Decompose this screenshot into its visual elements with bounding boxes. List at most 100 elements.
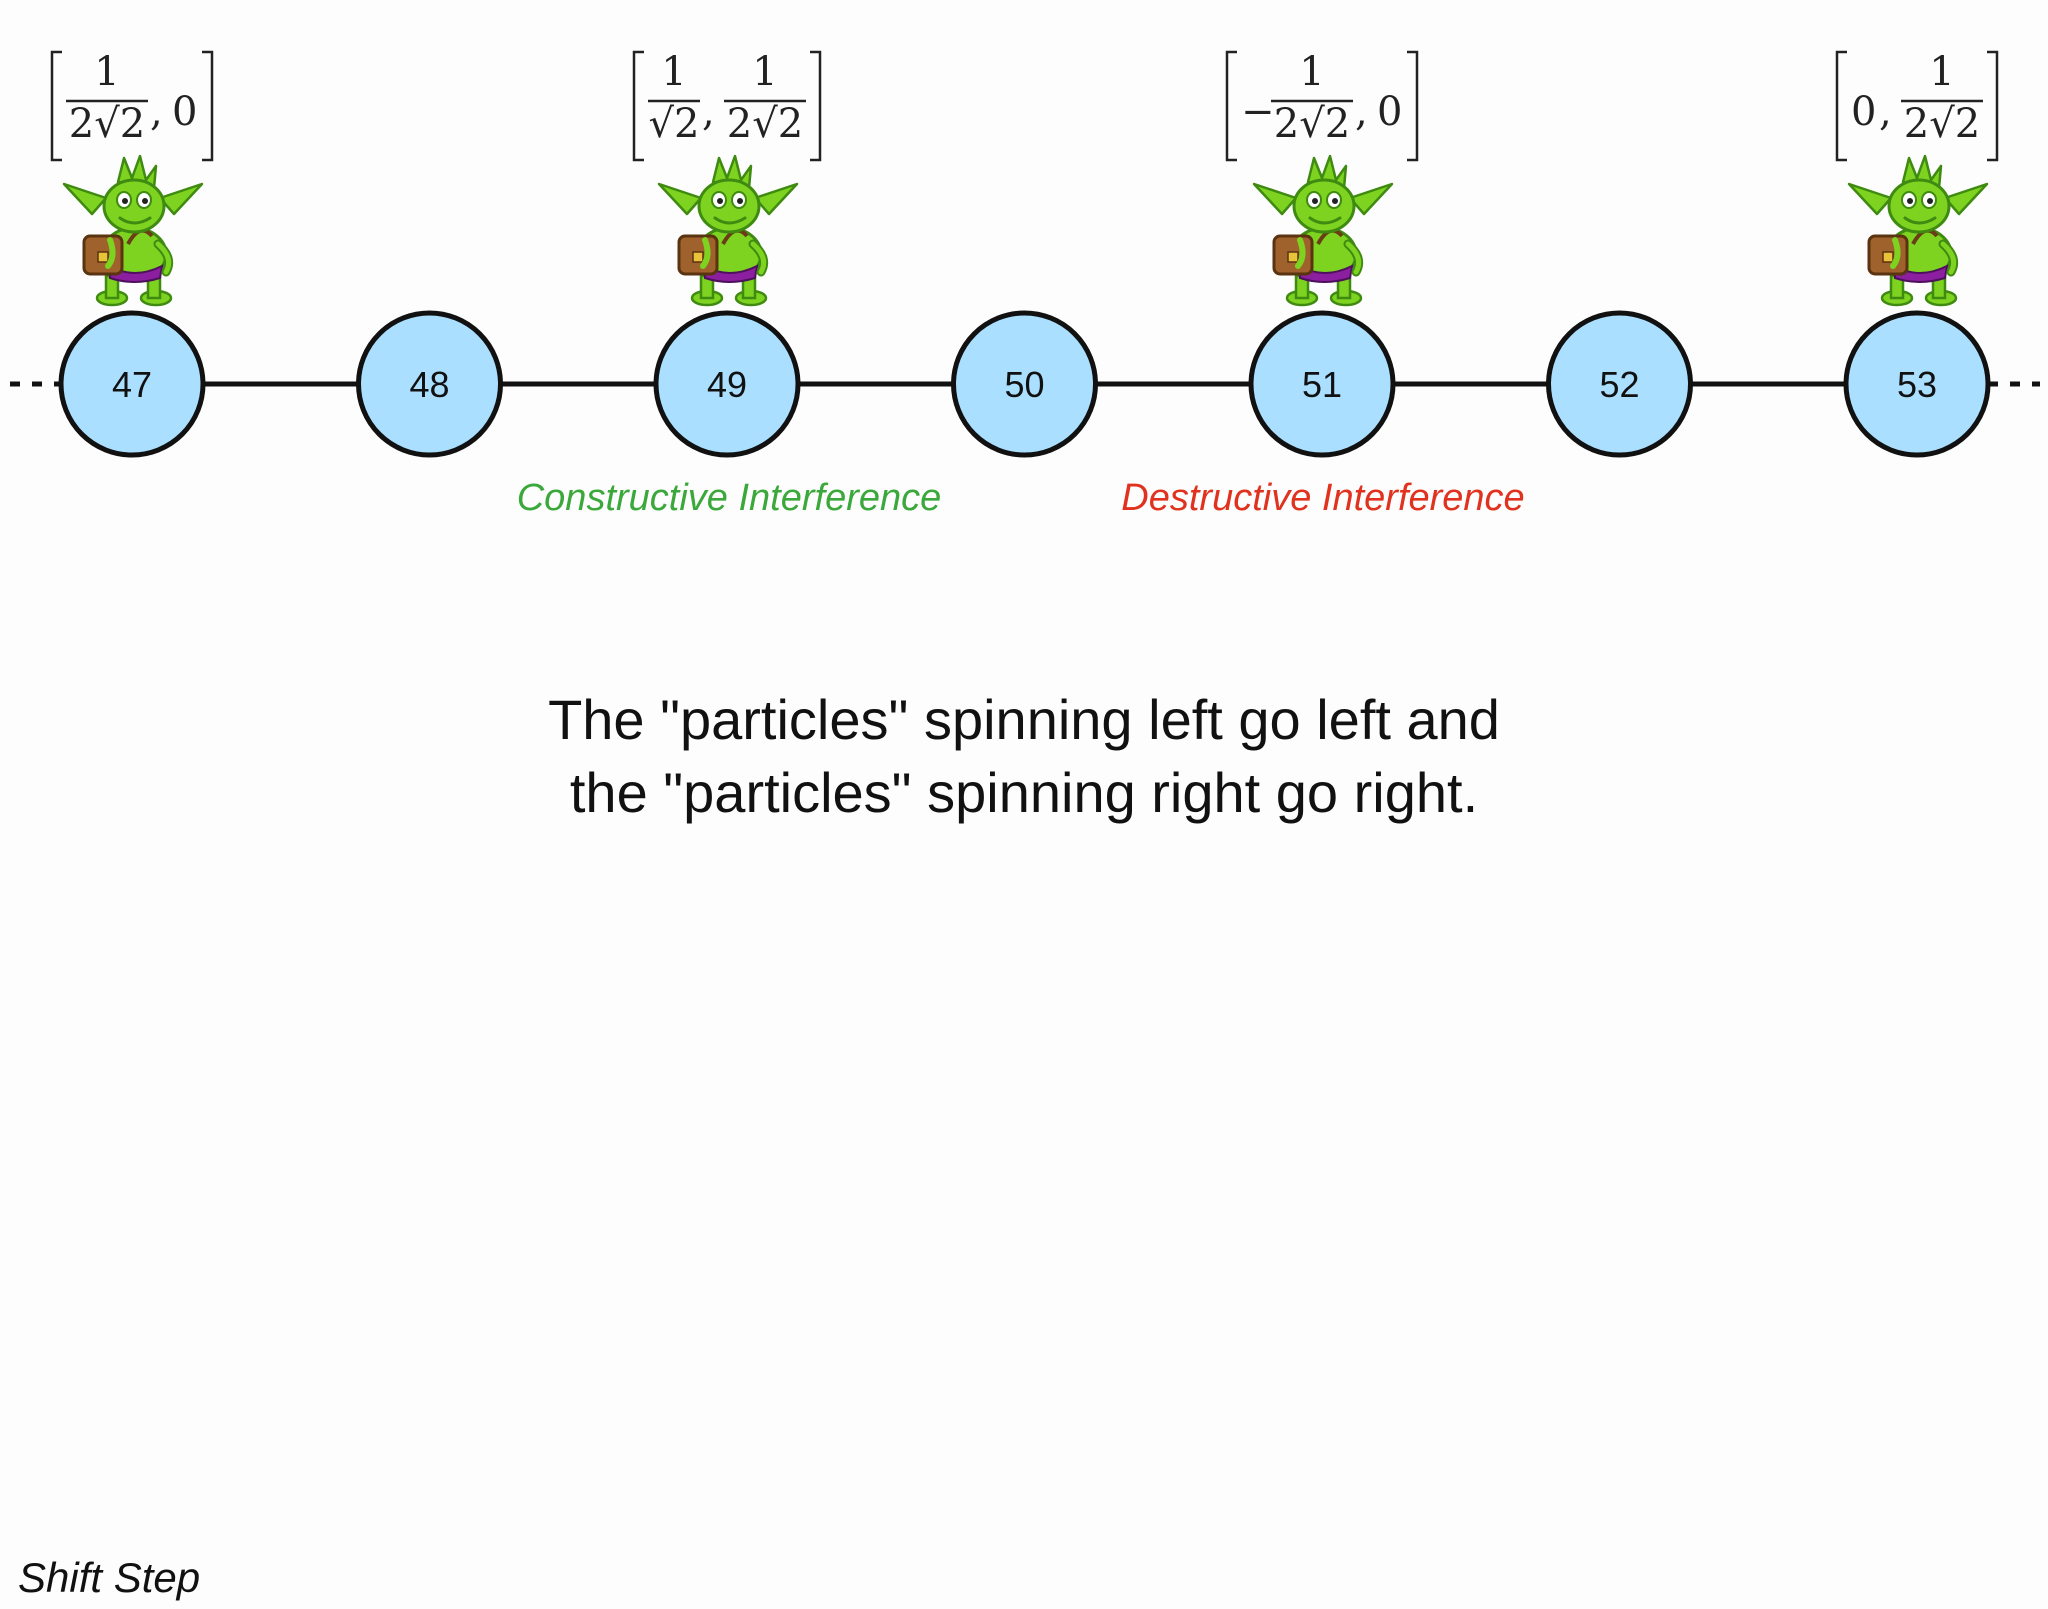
node-label: 51 [1302, 364, 1342, 405]
constructive-interference-label: Constructive Interference [517, 477, 942, 519]
goblin-icon [62, 154, 204, 307]
goblin-icon [657, 154, 799, 307]
node-label: 48 [409, 364, 449, 405]
node-circle [1546, 310, 1693, 458]
left-bracket [1225, 50, 1237, 162]
goblin-arm [1940, 241, 1957, 275]
lattice-node: 52 [1546, 310, 1693, 458]
caption-line-1: The "particles" spinning left go left an… [548, 688, 1500, 751]
goblin-ear [657, 182, 703, 216]
amplitude-comma: , [150, 89, 163, 135]
goblin-ear [1348, 182, 1394, 216]
node-label: 52 [1599, 364, 1639, 405]
node-circle [58, 310, 206, 458]
goblin-ear [1252, 182, 1298, 216]
lattice-node: 50 [951, 310, 1098, 458]
amplitude-numerator: 1 [1929, 49, 1954, 95]
lattice-node: 47 [58, 310, 206, 458]
left-bracket [632, 50, 644, 162]
left-bracket [50, 50, 62, 162]
amplitude-comma: , [1355, 89, 1368, 135]
goblin-icon [1847, 154, 1989, 307]
lattice-node: 48 [356, 310, 503, 458]
amplitude-comma: , [702, 89, 715, 135]
node-circle [1843, 310, 1991, 458]
lattice-node: 53 [1843, 310, 1991, 458]
amplitude-vector: −1 2√2,0 [1225, 49, 1419, 162]
amplitude-denominator: 2√2 [727, 101, 803, 147]
node-circle [1248, 310, 1396, 458]
goblin-mouth [1308, 216, 1342, 225]
goblin-shorts [1299, 264, 1354, 283]
goblin-ear [158, 182, 204, 216]
goblin-arm [750, 241, 767, 275]
goblin-pupil [1927, 198, 1933, 204]
goblin-ear [753, 182, 799, 216]
goblins [62, 154, 1989, 307]
amplitude-value: 0 [1377, 89, 1402, 135]
caption-line-2: the "particles" spinning right go right. [569, 761, 1479, 824]
goblin-shorts [1894, 264, 1949, 283]
goblin-shorts [109, 264, 164, 283]
amplitude-denominator: 2√2 [69, 101, 145, 147]
amplitude-denominator: √2 [649, 101, 700, 147]
goblin-mouth [1903, 216, 1937, 225]
amplitude-comma: , [1879, 89, 1892, 135]
goblin-pupil [142, 198, 148, 204]
goblin-mouth [713, 216, 747, 225]
caption: The "particles" spinning left go left an… [0, 683, 2048, 829]
node-label: 50 [1004, 364, 1044, 405]
goblin-pupil [737, 198, 743, 204]
goblin-hand [105, 237, 116, 269]
amplitude-numerator: 1 [1299, 49, 1324, 95]
node-circle [653, 310, 801, 458]
goblin-hand [1295, 237, 1306, 269]
goblin-hand [700, 237, 711, 269]
goblin-ear [1847, 182, 1893, 216]
goblin-pupil [122, 198, 128, 204]
goblin-hand [1890, 237, 1901, 269]
amplitude-numerator: 1 [752, 49, 777, 95]
amplitude-numerator: 1 [94, 49, 119, 95]
goblin-shorts [704, 264, 759, 283]
right-bracket [810, 50, 822, 162]
right-bracket [202, 50, 214, 162]
amplitude-vector: 1 2√2,0 [50, 49, 214, 162]
node-circle [356, 310, 503, 458]
goblin-pupil [1312, 198, 1318, 204]
lattice-nodes: 47 48 49 50 51 52 53 [58, 310, 1991, 458]
goblin-pupil [1332, 198, 1338, 204]
satchel-buckle [1882, 251, 1894, 263]
left-bracket [1835, 50, 1847, 162]
node-label: 47 [112, 364, 152, 405]
goblin-arm [1345, 241, 1362, 275]
goblin-pupil [1907, 198, 1913, 204]
goblin-arm [155, 241, 172, 275]
amplitude-value: 0 [1851, 89, 1876, 135]
node-label: 53 [1897, 364, 1937, 405]
lattice-node: 51 [1248, 310, 1396, 458]
lattice-node: 49 [653, 310, 801, 458]
node-label: 49 [707, 364, 747, 405]
amplitude-value: 0 [172, 89, 197, 135]
goblin-pupil [717, 198, 723, 204]
goblin-ear [1943, 182, 1989, 216]
amplitude-vector: 1 √2, 1 2√2 [632, 49, 822, 162]
interference-annotations: Constructive Interference Destructive In… [517, 477, 1525, 519]
goblin-icon [1252, 154, 1394, 307]
satchel-buckle [1287, 251, 1299, 263]
amplitude-sign: − [1241, 89, 1275, 135]
goblin-mouth [118, 216, 152, 225]
satchel-buckle [692, 251, 704, 263]
step-label: Shift Step [18, 1554, 201, 1601]
amplitude-numerator: 1 [661, 49, 686, 95]
right-bracket [1987, 50, 1999, 162]
amplitude-denominator: 2√2 [1274, 101, 1350, 147]
right-bracket [1407, 50, 1419, 162]
node-circle [951, 310, 1098, 458]
satchel-buckle [97, 251, 109, 263]
goblin-ear [62, 182, 108, 216]
